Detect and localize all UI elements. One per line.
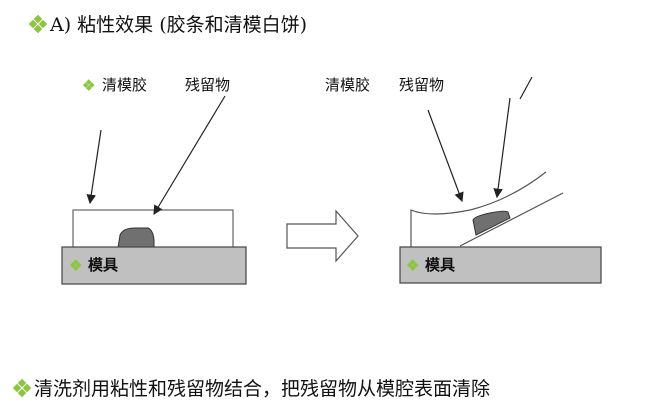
diamond-bullet-icon	[12, 378, 32, 397]
right-arrow-rubber	[427, 109, 464, 203]
diamond-bullet-icon	[407, 258, 419, 270]
left-arrow-rubber	[86, 129, 102, 205]
title-text: A) 粘性效果 (胶条和清模白饼)	[50, 14, 308, 36]
right-rubber-bottom	[459, 192, 564, 247]
left-mold	[61, 246, 247, 285]
footer-statement: 清洗剂用粘性和残留物结合，把残留物从模腔表面清除	[12, 374, 490, 401]
right-cleaning-rubber	[410, 171, 547, 247]
diamond-bullet-icon	[70, 258, 82, 270]
left-label-cleaning-rubber: 清模胶	[83, 74, 147, 95]
right-residue	[472, 210, 511, 236]
left-residue	[117, 227, 155, 249]
right-label-residue: 残留物	[399, 76, 445, 94]
transition-arrow-icon	[286, 209, 359, 263]
right-mold	[399, 246, 602, 284]
diamond-bullet-icon	[83, 78, 95, 90]
left-label-mold: 模具	[70, 254, 118, 275]
left-label-residue: 残留物	[185, 76, 231, 94]
right-arrow-extra	[519, 76, 533, 100]
left-arrow-residue	[153, 95, 226, 216]
slide-title: A) 粘性效果 (胶条和清模白饼)	[28, 10, 308, 37]
right-arrow-residue	[493, 97, 511, 199]
right-label-cleaning-rubber: 清模胶	[325, 76, 371, 94]
right-label-mold: 模具	[407, 254, 455, 275]
